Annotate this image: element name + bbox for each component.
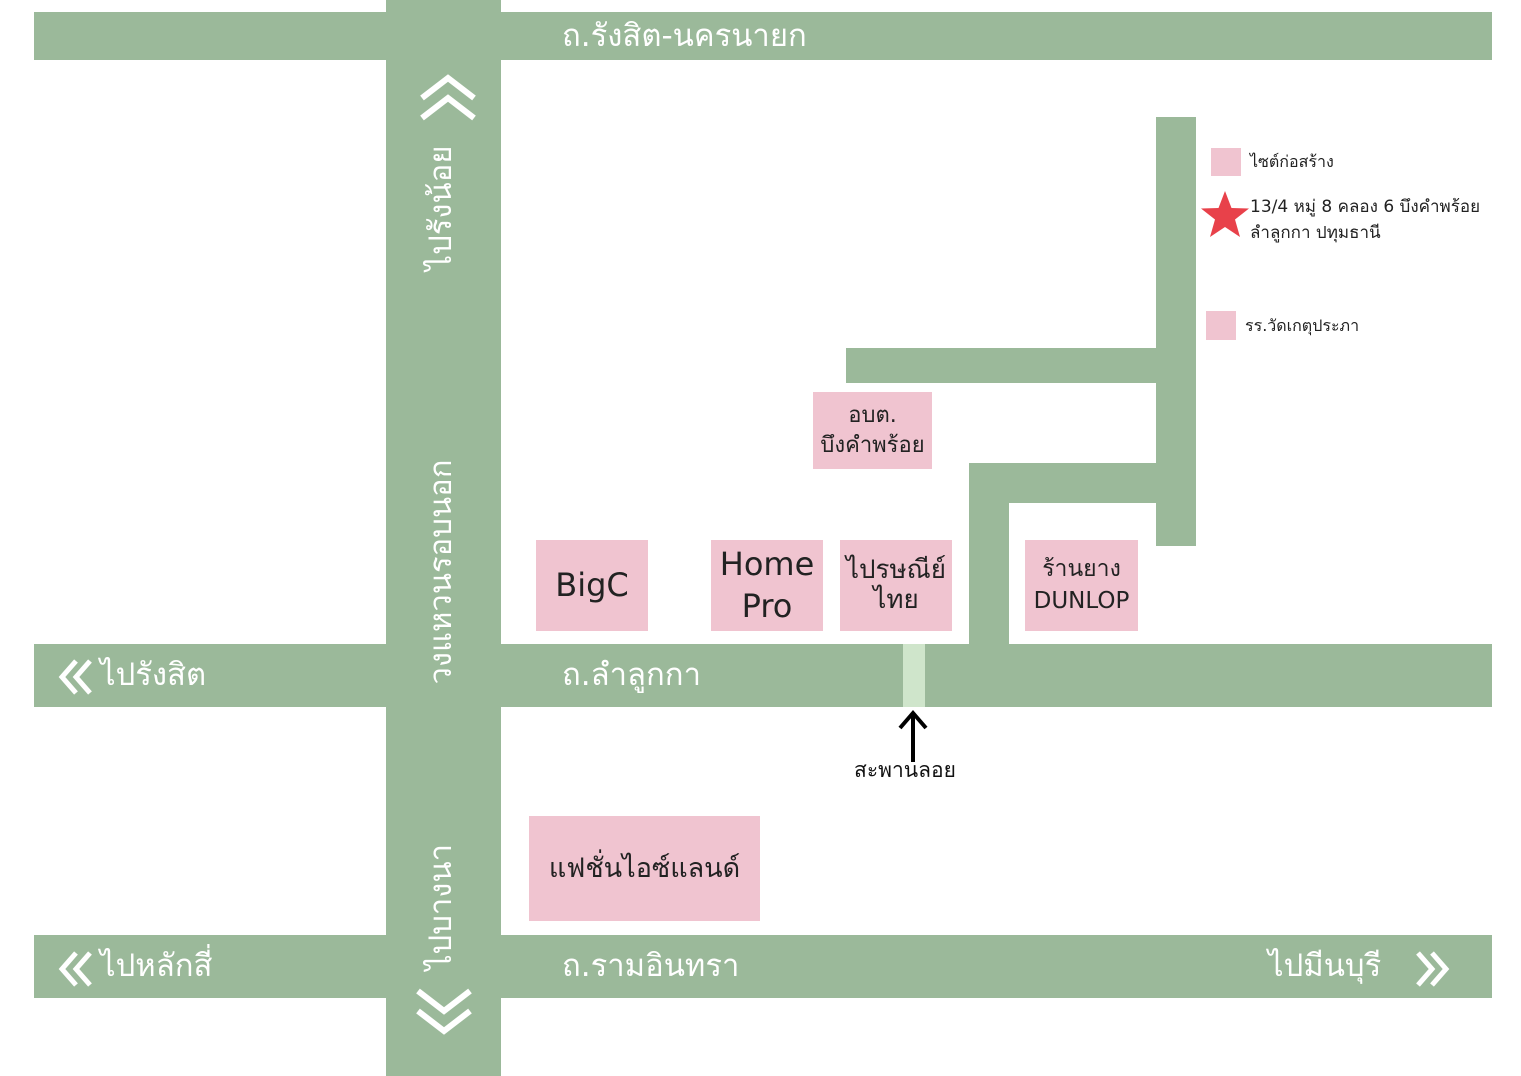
double-chevron-up-icon (420, 74, 476, 121)
double-chevron-down-icon (416, 988, 472, 1035)
landmark-homepro-label-1: Home (719, 544, 815, 583)
direction-label-rangsit: ไปรังสิต (100, 657, 207, 693)
legend-site-label: ไซต์ก่อสร้าง (1250, 152, 1334, 171)
landmark-fashion-island-label: แฟชั่นไอซ์แลนด์ (548, 852, 741, 884)
road-soi-vertical (969, 463, 1009, 646)
landmark-post-label-2: ไทย (873, 584, 919, 615)
road-label-lamlukka: ถ.ลำลูกกา (562, 657, 701, 693)
road-rangsit-nakhonnayok (34, 12, 1492, 60)
landmark-bigc-label: BigC (555, 566, 629, 605)
road-label-ramintra: ถ.รามอินทรา (562, 948, 740, 984)
arrow-up-icon (898, 709, 928, 762)
direction-label-laksi: ไปหลักสี่ (100, 948, 213, 984)
road-label-outer-ring: วงแหวนรอบนอก (423, 459, 459, 685)
road-site-vertical (1156, 117, 1196, 546)
direction-label-bangna: ไปบางนา (423, 843, 459, 971)
star-icon (1201, 191, 1249, 237)
double-chevron-left-icon (58, 659, 92, 695)
legend-address-line-1: 13/4 หมู่ 8 คลอง 6 บึงคำพร้อย (1250, 197, 1481, 217)
footbridge (903, 644, 925, 707)
road-obt-branch (846, 348, 1158, 383)
road-lamlukka (34, 644, 1492, 707)
direction-label-minburi: ไปมีนบุรี (1268, 948, 1382, 984)
landmark-bigc: BigC (536, 540, 648, 631)
road-outer-ring (386, 0, 501, 1076)
double-chevron-left-icon (58, 951, 92, 987)
double-chevron-right-icon (1416, 951, 1450, 987)
landmark-thailand-post: ไปรษณีย์ ไทย (840, 540, 952, 631)
landmark-dunlop-label-2: DUNLOP (1033, 587, 1130, 614)
road-label-rangsit-nakhonnayok: ถ.รังสิต-นครนายก (562, 18, 807, 54)
landmark-dunlop-label-1: ร้านยาง (1042, 556, 1121, 583)
direction-label-rangnoi: ไปรังน้อย (423, 145, 459, 271)
landmark-fashion-island: แฟชั่นไอซ์แลนด์ (529, 816, 760, 921)
landmark-homepro: Home Pro (711, 540, 823, 631)
landmark-obt-label-2: บึงคำพร้อย (820, 432, 925, 458)
landmark-obt-label-1: อบต. (848, 402, 897, 428)
landmark-post-label-1: ไปรษณีย์ (845, 554, 947, 585)
legend-school-swatch (1206, 311, 1236, 340)
landmark-dunlop-tire-shop: ร้านยาง DUNLOP (1025, 540, 1138, 631)
legend-school-label: รร.วัดเกตุประภา (1245, 316, 1360, 335)
landmark-obt-buengkhamphroi: อบต. บึงคำพร้อย (813, 392, 932, 469)
legend-address-line-2: ลำลูกกา ปทุมธานี (1250, 223, 1381, 243)
footbridge-label: สะพานลอย (854, 758, 956, 782)
landmark-homepro-label-2: Pro (741, 586, 793, 625)
legend-site-swatch (1211, 148, 1241, 176)
road-ramintra (34, 935, 1492, 998)
